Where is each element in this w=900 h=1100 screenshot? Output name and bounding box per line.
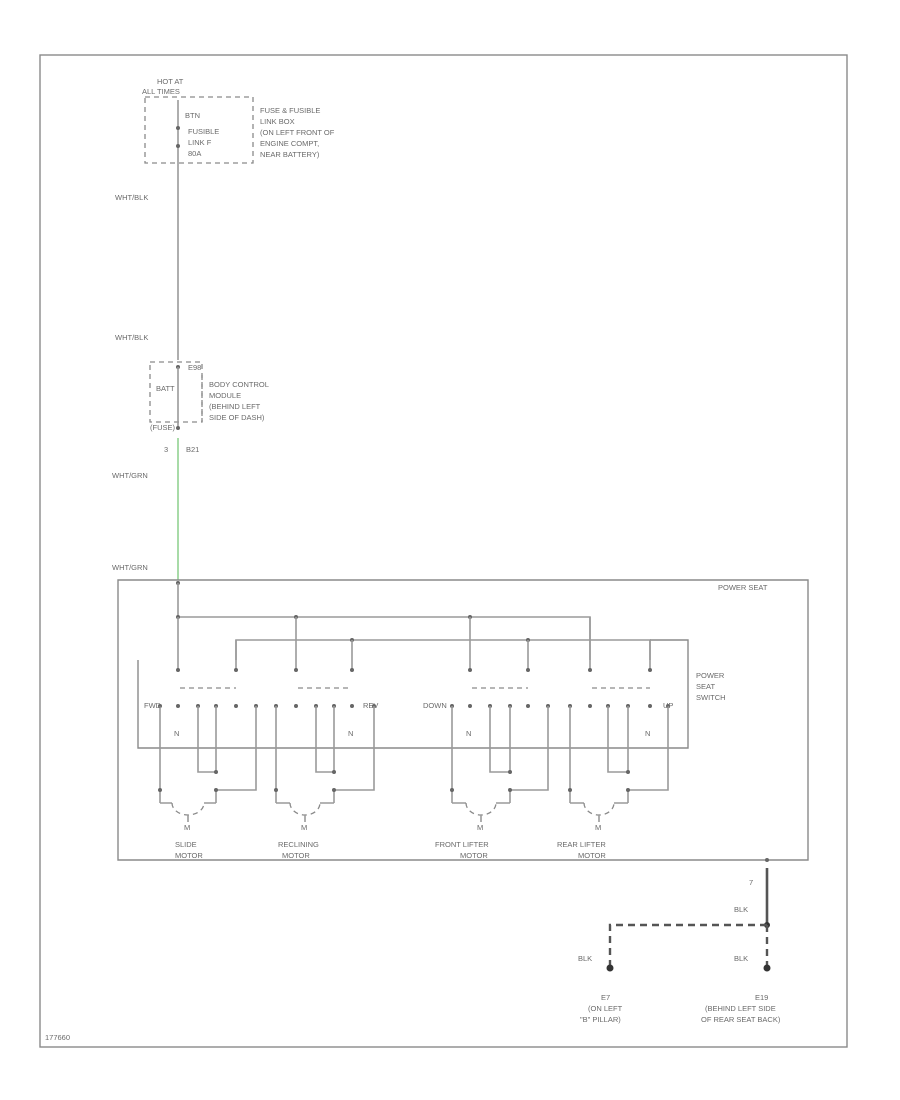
front-lifter-motor-label-2: MOTOR bbox=[460, 851, 488, 860]
ground-e7-desc-2: "B" PILLAR) bbox=[580, 1015, 621, 1024]
bcm-pin-bottom bbox=[176, 426, 180, 430]
ground-e7-desc-1: (ON LEFT bbox=[588, 1004, 623, 1013]
fusible-label: FUSIBLE bbox=[188, 127, 219, 136]
wire-label-blk-3: BLK bbox=[734, 954, 748, 963]
ground-e19-desc-2: OF REAR SEAT BACK) bbox=[701, 1015, 781, 1024]
slide-motor-label-1: SLIDE bbox=[175, 840, 197, 849]
reclining-motor-label-2: MOTOR bbox=[282, 851, 310, 860]
fuse-pin-label: BTN bbox=[185, 111, 200, 120]
down-label: DOWN bbox=[423, 701, 447, 710]
switch-drops bbox=[176, 617, 652, 672]
footer-code: 177660 bbox=[45, 1033, 70, 1042]
all-times-label: ALL TIMES bbox=[142, 87, 180, 96]
slide-motor-m: M bbox=[184, 823, 190, 832]
n-label-2: N bbox=[348, 729, 353, 738]
motor-wires bbox=[159, 706, 669, 803]
fuse-rating-label: 80A bbox=[188, 149, 201, 158]
power-seat-ground-pin bbox=[765, 858, 769, 862]
reclining-motor-label-1: RECLINING bbox=[278, 840, 319, 849]
bcm-pin-top-label: E98 bbox=[188, 363, 201, 372]
blk-ground-branch bbox=[608, 923, 767, 968]
bcm-pin-3: 3 bbox=[164, 445, 168, 454]
bcm-desc-4: SIDE OF DASH) bbox=[209, 413, 265, 422]
switch-box bbox=[137, 639, 689, 749]
n-label-4: N bbox=[645, 729, 650, 738]
bcm-desc-2: MODULE bbox=[209, 391, 241, 400]
reclining-motor-m: M bbox=[301, 823, 307, 832]
bcm-pin-b21: B21 bbox=[186, 445, 199, 454]
ground-pin-label: 7 bbox=[749, 878, 753, 887]
ground-e19-id: E19 bbox=[755, 993, 768, 1002]
bcm-outline bbox=[149, 361, 203, 423]
switch-desc-2: SEAT bbox=[696, 682, 715, 691]
switch-contacts bbox=[158, 704, 670, 708]
ground-e7-id: E7 bbox=[601, 993, 610, 1002]
rev-label: REV bbox=[363, 701, 378, 710]
diagram-frame bbox=[39, 54, 848, 1048]
fuse-box-outline bbox=[144, 96, 254, 164]
wire-label-wht-blk-2: WHT/BLK bbox=[115, 333, 148, 342]
up-label: UP bbox=[663, 701, 673, 710]
fuse-box-desc-2: LINK BOX bbox=[260, 117, 295, 126]
wire-label-wht-blk-1: WHT/BLK bbox=[115, 193, 148, 202]
fwd-label: FWD bbox=[144, 701, 162, 710]
wire-label-blk-2: BLK bbox=[578, 954, 592, 963]
fuse-box-desc-3: (ON LEFT FRONT OF bbox=[260, 128, 335, 137]
fuse-box-desc-4: ENGINE COMPT, bbox=[260, 139, 319, 148]
power-seat-title: POWER SEAT bbox=[718, 583, 768, 592]
bcm-fuse-label: (FUSE) bbox=[150, 423, 176, 432]
fuse-terminal-bottom bbox=[176, 144, 180, 148]
bcm-desc-3: (BEHIND LEFT bbox=[209, 402, 261, 411]
wire-label-wht-grn-1: WHT/GRN bbox=[112, 471, 148, 480]
fuse-terminal-top bbox=[176, 126, 180, 130]
bus-second bbox=[235, 639, 651, 660]
switch-desc-3: SWITCH bbox=[696, 693, 726, 702]
front-lifter-motor-label-1: FRONT LIFTER bbox=[435, 840, 489, 849]
fuse-box-desc-5: NEAR BATTERY) bbox=[260, 150, 320, 159]
n-label-3: N bbox=[466, 729, 471, 738]
switch-desc-1: POWER bbox=[696, 671, 725, 680]
fuse-box-desc-1: FUSE & FUSIBLE bbox=[260, 106, 320, 115]
power-seat-outline bbox=[117, 579, 809, 861]
ground-e19 bbox=[763, 964, 771, 972]
ground-e7 bbox=[606, 964, 614, 972]
front-lifter-motor-m: M bbox=[477, 823, 483, 832]
bcm-batt-label: BATT bbox=[156, 384, 175, 393]
slide-motor-label-2: MOTOR bbox=[175, 851, 203, 860]
wire-label-blk-1: BLK bbox=[734, 905, 748, 914]
motors bbox=[158, 788, 630, 822]
hot-at-label: HOT AT bbox=[157, 77, 184, 86]
bcm-desc-1: BODY CONTROL bbox=[209, 380, 269, 389]
rear-lifter-motor-label-1: REAR LIFTER bbox=[557, 840, 606, 849]
rear-lifter-motor-m: M bbox=[595, 823, 601, 832]
n-label-1: N bbox=[174, 729, 179, 738]
ground-e19-desc-1: (BEHIND LEFT SIDE bbox=[705, 1004, 776, 1013]
wire-label-wht-grn-2: WHT/GRN bbox=[112, 563, 148, 572]
link-label: LINK F bbox=[188, 138, 212, 147]
rear-lifter-motor-label-2: MOTOR bbox=[578, 851, 606, 860]
